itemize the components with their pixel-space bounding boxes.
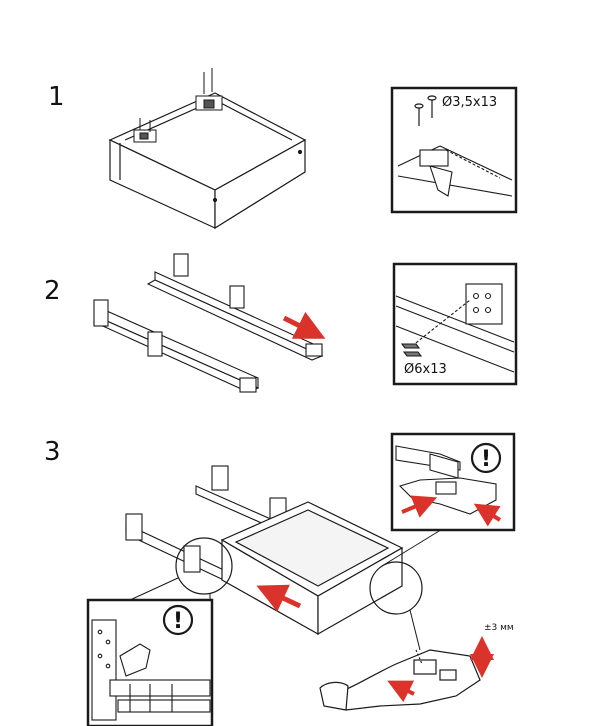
step-2-red-arrow bbox=[282, 311, 326, 339]
step-2-number: 2 bbox=[44, 276, 61, 306]
step-1-detail-callout: Ø3,5x13 bbox=[390, 86, 518, 214]
warning-icon: ! bbox=[470, 442, 502, 474]
step-1-number: 1 bbox=[48, 82, 65, 112]
adjust-range-label: ±3 мм bbox=[484, 623, 514, 633]
zoom-circle-left bbox=[175, 537, 233, 595]
warning-symbol: ! bbox=[481, 447, 491, 472]
zoom-circle-right bbox=[369, 561, 423, 615]
screw-size-label-1: Ø3,5x13 bbox=[442, 95, 497, 110]
step-3-red-arrow bbox=[256, 584, 302, 612]
step-2-detail-callout: Ø6x13 bbox=[392, 262, 518, 386]
step-3-number: 3 bbox=[44, 437, 61, 467]
step-3-lock-callout: ! bbox=[390, 432, 516, 532]
step-2-slides bbox=[92, 253, 324, 393]
step-1-locking-devices bbox=[133, 68, 223, 143]
warning-symbol-2: ! bbox=[173, 609, 183, 634]
step-3-drawer bbox=[220, 501, 404, 636]
screw-size-label-2: Ø6x13 bbox=[404, 362, 447, 377]
step-3-adjustment-detail bbox=[319, 649, 481, 711]
warning-icon: ! bbox=[162, 604, 194, 636]
step-1-drawer-box bbox=[108, 92, 307, 230]
screw-icon bbox=[414, 95, 437, 126]
step-3-left-detail-callout: ! bbox=[86, 598, 214, 726]
